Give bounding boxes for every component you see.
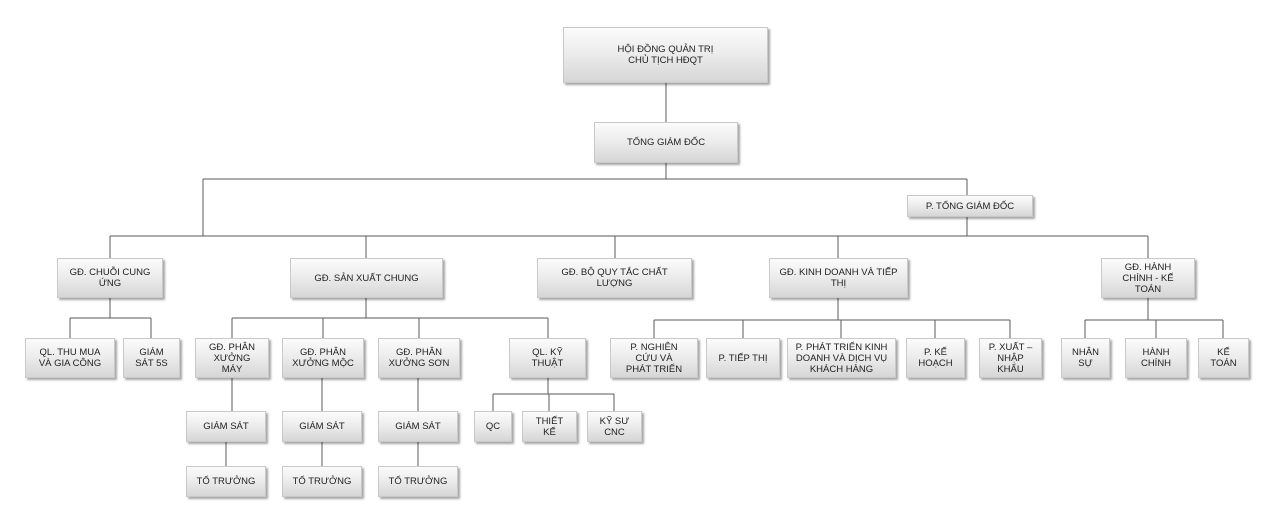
- box-machine-supervisor: GIÁM SÁT: [186, 411, 266, 442]
- box-wood-supervisor: GIÁM SÁT: [282, 411, 362, 442]
- box-quality-director: GĐ. BỘ QUY TẮC CHẤT LƯỢNG: [537, 258, 692, 298]
- box-label: P. TỔNG GIÁM ĐỐC: [925, 200, 1015, 212]
- box-machine-workshop-director: GĐ. PHÂN XƯỞNG MÁY: [195, 338, 269, 378]
- box-wood-team-leader: TỔ TRƯỞNG: [282, 466, 362, 497]
- box-paint-workshop-director: GĐ. PHÂN XƯỞNG SƠN: [378, 338, 460, 378]
- box-label: TỔNG GIÁM ĐỐC: [626, 137, 706, 148]
- box-label: GĐ. SẢN XUẤT CHUNG: [314, 272, 419, 284]
- box-label: GĐ. PHÂN XƯỞNG MÁY: [209, 341, 255, 375]
- box-label: P. NGHIÊN CỨU VÀ PHÁT TRIỂN: [625, 341, 683, 375]
- box-label: GĐ. HÀNH CHÍNH - KẾ TOÁN: [1122, 261, 1174, 295]
- box-label: GĐ. CHUỖI CUNG ỨNG: [69, 267, 151, 289]
- box-label: TỔ TRƯỞNG: [388, 476, 448, 487]
- box-label: GĐ. PHÂN XƯỞNG MỘC: [292, 347, 354, 369]
- box-rnd-department: P. NGHIÊN CỨU VÀ PHÁT TRIỂN: [610, 338, 698, 378]
- box-label: QL. KỸ THUẬT: [531, 347, 564, 369]
- box-deputy-ceo: P. TỔNG GIÁM ĐỐC: [907, 195, 1033, 217]
- box-label: P. TIẾP THỊ: [718, 352, 768, 364]
- box-label: KẾ TOÁN: [1210, 347, 1237, 369]
- box-label: QC: [485, 421, 501, 432]
- box-label: THIẾT KẾ: [535, 415, 564, 438]
- box-sales-marketing-director: GĐ. KINH DOANH VÀ TIẾP THỊ: [769, 258, 908, 298]
- box-label: TỔ TRƯỞNG: [292, 476, 352, 487]
- box-cnc-engineer: KỸ SƯ CNC: [587, 411, 642, 442]
- box-machine-team-leader: TỔ TRƯỞNG: [186, 466, 266, 497]
- box-label: GĐ. BỘ QUY TẮC CHẤT LƯỢNG: [561, 267, 668, 289]
- box-label: NHÂN SỰ: [1072, 347, 1099, 369]
- box-ceo: TỔNG GIÁM ĐỐC: [594, 122, 738, 163]
- box-paint-supervisor: GIÁM SÁT: [378, 411, 458, 442]
- box-label: GIÁM SÁT: [203, 421, 249, 432]
- box-label: QL. THU MUA VÀ GIA CÔNG: [38, 347, 102, 369]
- box-import-export-department: P. XUẤT – NHẬP KHẨU: [979, 338, 1042, 378]
- box-administration: HÀNH CHÍNH: [1125, 338, 1187, 378]
- box-label: KỸ SƯ CNC: [599, 415, 630, 438]
- box-human-resources: NHÂN SỰ: [1061, 338, 1110, 378]
- box-technical-manager: QL. KỸ THUẬT: [509, 338, 586, 378]
- box-purchasing-manager: QL. THU MUA VÀ GIA CÔNG: [25, 338, 115, 378]
- box-board-chairman: HỘI ĐỒNG QUẢN TRỊ CHỦ TỊCH HĐQT: [563, 27, 768, 83]
- box-label: GĐ. PHÂN XƯỞNG SƠN: [388, 347, 450, 369]
- box-wood-workshop-director: GĐ. PHÂN XƯỞNG MỘC: [282, 338, 364, 378]
- box-label: GIÁM SÁT: [395, 421, 441, 432]
- box-label: P. XUẤT – NHẬP KHẨU: [988, 341, 1033, 375]
- box-marketing-department: P. TIẾP THỊ: [706, 338, 780, 378]
- box-label: GĐ. KINH DOANH VÀ TIẾP THỊ: [779, 267, 898, 289]
- box-label: TỔ TRƯỞNG: [196, 476, 256, 487]
- box-supply-chain-director: GĐ. CHUỖI CUNG ỨNG: [57, 258, 163, 298]
- box-label: P. PHÁT TRIỂN KINH DOANH VÀ DỊCH VỤ KHÁC…: [795, 341, 888, 375]
- box-paint-team-leader: TỔ TRƯỞNG: [378, 466, 458, 497]
- box-5s-supervisor: GIÁM SÁT 5S: [123, 338, 180, 378]
- box-business-development-department: P. PHÁT TRIỂN KINH DOANH VÀ DỊCH VỤ KHÁC…: [787, 338, 896, 378]
- box-label: GIÁM SÁT: [299, 421, 345, 432]
- box-designer: THIẾT KẾ: [522, 411, 577, 442]
- box-admin-accounting-director: GĐ. HÀNH CHÍNH - KẾ TOÁN: [1101, 258, 1195, 298]
- box-label: GIÁM SÁT 5S: [135, 347, 168, 369]
- box-label: HÀNH CHÍNH: [1140, 347, 1172, 369]
- box-production-director: GĐ. SẢN XUẤT CHUNG: [290, 258, 443, 298]
- box-planning-department: P. KẾ HOẠCH: [906, 338, 965, 378]
- box-accounting: KẾ TOÁN: [1198, 338, 1249, 378]
- box-qc: QC: [474, 411, 512, 442]
- box-label: P. KẾ HOẠCH: [918, 347, 953, 369]
- box-label: HỘI ĐỒNG QUẢN TRỊ CHỦ TỊCH HĐQT: [617, 44, 714, 66]
